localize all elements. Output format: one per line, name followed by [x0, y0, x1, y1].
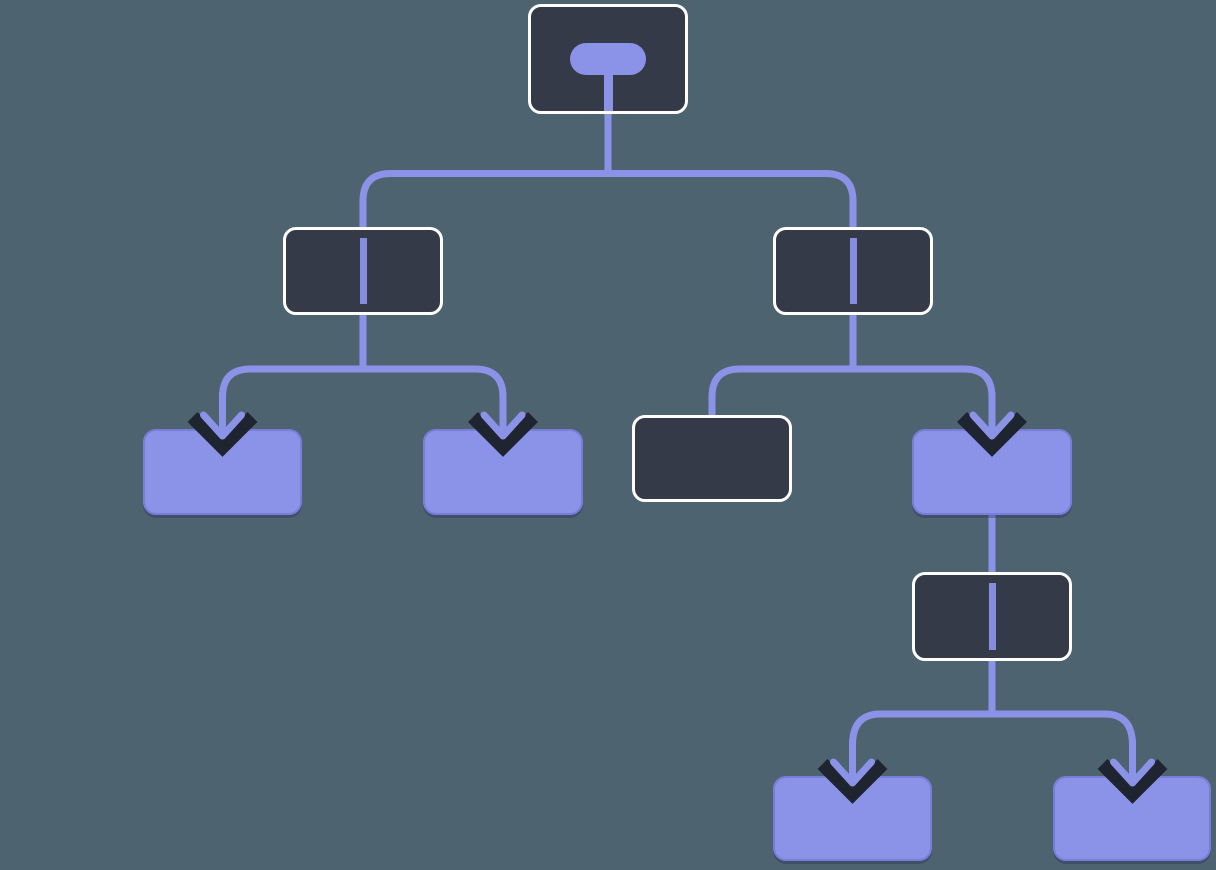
- branch-left[interactable]: [283, 227, 443, 315]
- root-pill-icon: [570, 43, 646, 75]
- pass-through-line-icon: [359, 238, 367, 304]
- pass-through-line-icon: [849, 238, 857, 304]
- leaf-left-2[interactable]: [423, 429, 583, 515]
- child-right-dark[interactable]: [632, 415, 792, 502]
- branch-right-sub[interactable]: [912, 572, 1072, 661]
- root-pill-stem: [603, 73, 613, 111]
- child-right-purple[interactable]: [912, 429, 1072, 515]
- leaf-bottom-1[interactable]: [773, 776, 932, 861]
- leaf-bottom-2[interactable]: [1053, 776, 1211, 861]
- root-node[interactable]: [528, 4, 688, 114]
- branch-right[interactable]: [773, 227, 933, 315]
- leaf-left-1[interactable]: [143, 429, 302, 515]
- pass-through-line-icon: [988, 583, 996, 650]
